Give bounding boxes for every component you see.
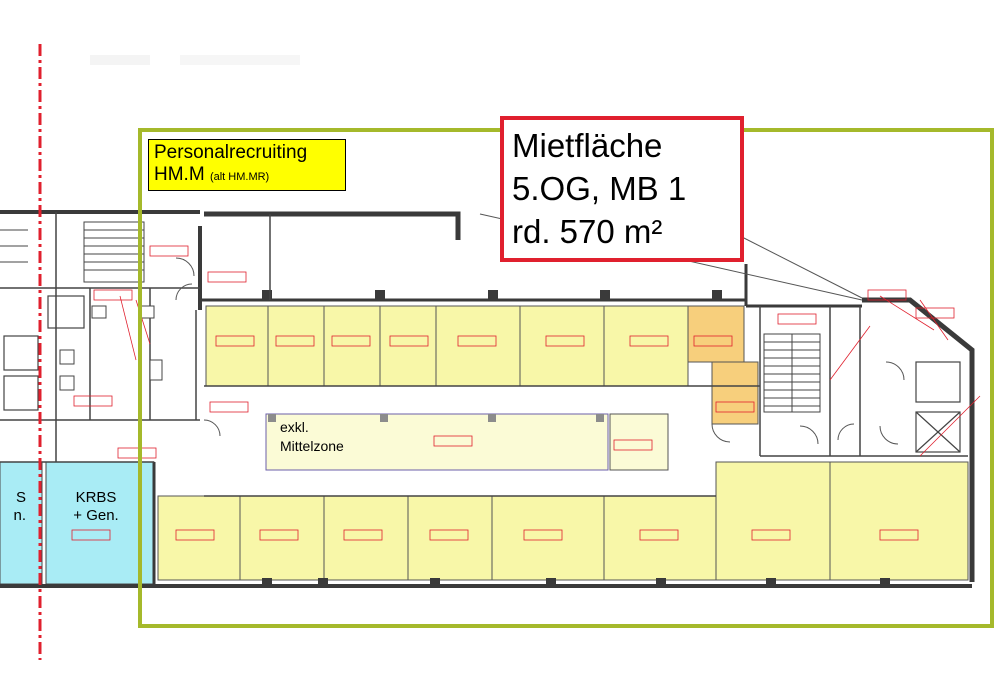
- department-old-code: (alt HM.MR): [209, 171, 270, 183]
- office-room: [323, 495, 409, 581]
- sanitary: [59, 305, 163, 391]
- staircase: [763, 333, 821, 413]
- office-room: [829, 461, 969, 581]
- orange-room: [711, 361, 759, 425]
- department-code: HM.M: [154, 164, 205, 185]
- zone-line-1: exkl.: [280, 419, 309, 435]
- staircase-left: [0, 221, 145, 283]
- room-stamps: [71, 245, 955, 541]
- krbs-room-left: [0, 461, 43, 585]
- zone-line-2: Mittelzone: [280, 438, 344, 454]
- office-room: [157, 495, 241, 581]
- rental-area-size: rd. 570 m²: [512, 213, 663, 250]
- rental-area-label: Mietfläche 5.OG, MB 1 rd. 570 m²: [500, 116, 744, 262]
- rental-area-title: Mietfläche: [512, 127, 663, 164]
- krbs-left-line-1: S: [15, 489, 26, 506]
- office-room: [491, 495, 605, 581]
- outer-walls: [0, 210, 975, 588]
- krbs-room: [45, 461, 155, 585]
- orange-room: [687, 305, 745, 363]
- office-row-bottom: [157, 461, 969, 581]
- column: [488, 414, 496, 422]
- column: [268, 414, 276, 422]
- department-name: Personalrecruiting: [154, 142, 308, 163]
- office-room: [239, 495, 325, 581]
- office-room: [407, 495, 493, 581]
- middle-zone: [265, 413, 609, 471]
- elevator: [3, 295, 961, 453]
- door-swings: [175, 257, 905, 445]
- faint-block: [180, 55, 300, 65]
- faint-block: [90, 55, 150, 65]
- krbs-left-line-2: n.: [13, 507, 26, 524]
- krbs-label: KRBS + Gen.: [54, 489, 138, 525]
- krbs-line-2: + Gen.: [73, 507, 119, 524]
- krbs-line-1: KRBS: [75, 489, 117, 506]
- department-label: Personalrecruiting HM.M (alt HM.MR): [148, 139, 346, 191]
- office-row-top: [205, 305, 759, 425]
- facade-columns: [262, 290, 890, 586]
- column: [596, 414, 604, 422]
- middle-zone-label: exkl. Mittelzone: [266, 418, 416, 456]
- office-room: [715, 461, 831, 581]
- office-room: [603, 495, 717, 581]
- rental-area-floor: 5.OG, MB 1: [512, 170, 687, 207]
- middle-zone-annex: [609, 413, 669, 471]
- interior-walls: [0, 212, 968, 497]
- column: [380, 414, 388, 422]
- krbs-left-label: S n.: [0, 489, 26, 525]
